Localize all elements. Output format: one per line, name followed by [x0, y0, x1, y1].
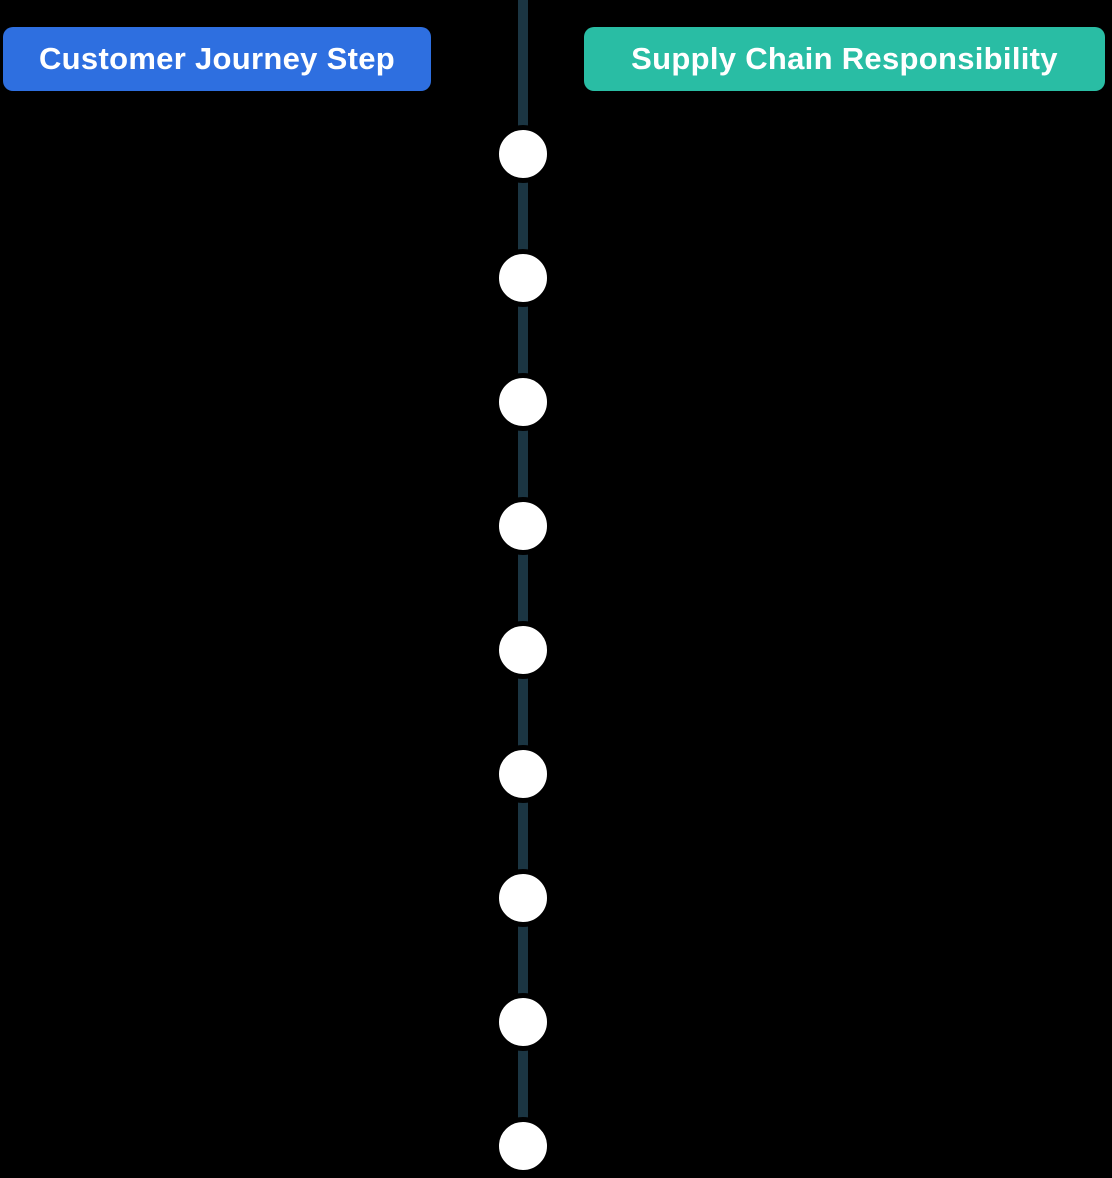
- timeline-node: [494, 1117, 552, 1175]
- timeline-node: [494, 125, 552, 183]
- legend-supply-chain-badge: Supply Chain Responsibility: [584, 27, 1105, 91]
- timeline-node: [494, 993, 552, 1051]
- timeline-node: [494, 745, 552, 803]
- legend-customer-journey-label: Customer Journey Step: [39, 41, 395, 76]
- legend-customer-journey-badge: Customer Journey Step: [3, 27, 431, 91]
- timeline-node: [494, 373, 552, 431]
- timeline-node: [494, 249, 552, 307]
- timeline-node: [494, 497, 552, 555]
- timeline-node: [494, 621, 552, 679]
- timeline-line: [518, 0, 528, 1146]
- timeline-node: [494, 869, 552, 927]
- legend-supply-chain-label: Supply Chain Responsibility: [631, 41, 1058, 76]
